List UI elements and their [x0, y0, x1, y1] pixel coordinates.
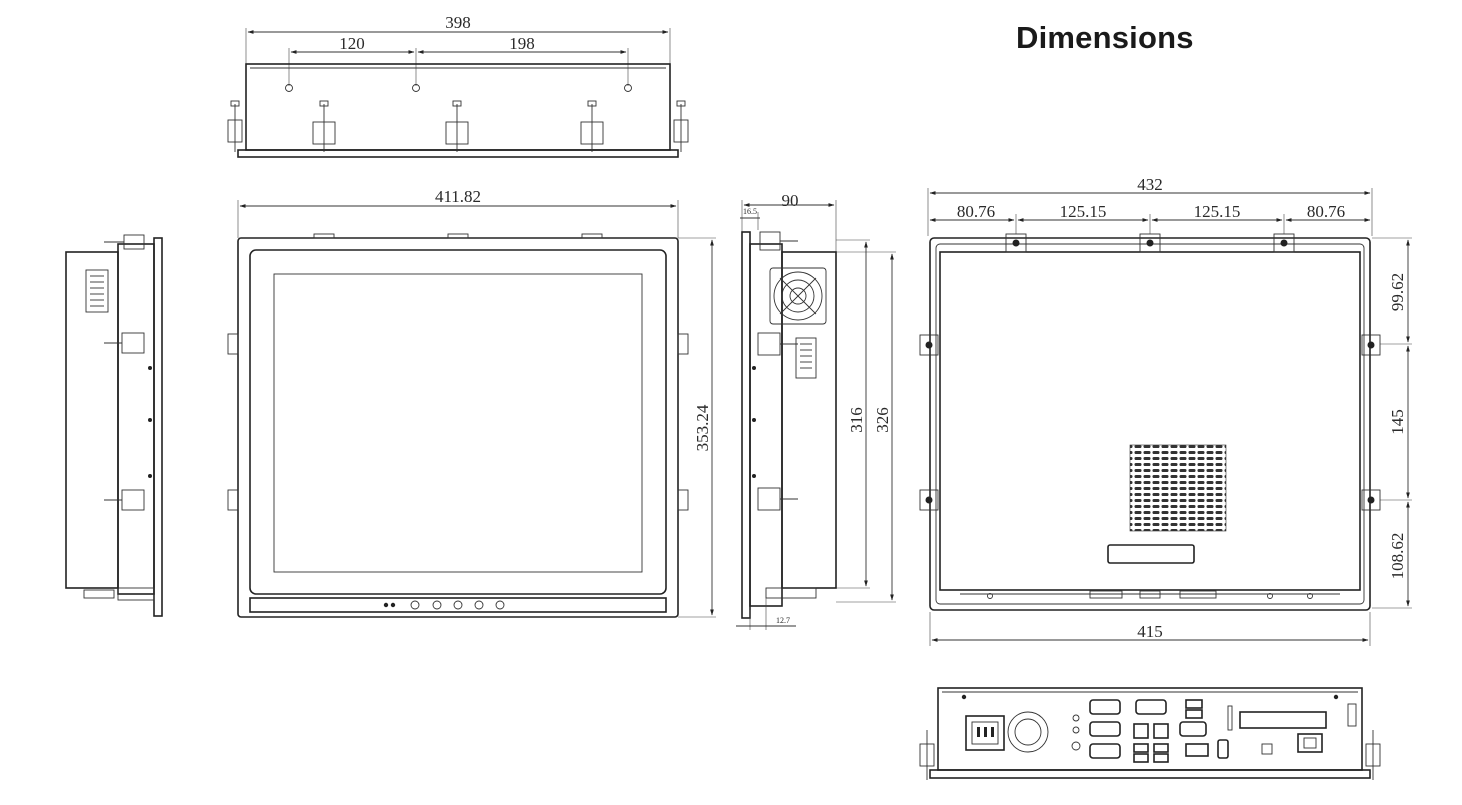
- side-outer-height-label: 326: [873, 407, 892, 433]
- rear-right-top-label: 99.62: [1388, 273, 1407, 311]
- front-width-dimension: 411.82: [237, 187, 679, 238]
- lan-usb-ports: [1133, 699, 1229, 763]
- side-bottom-dimension: 12.7: [736, 598, 796, 630]
- top-view: 398 120 198: [227, 13, 689, 158]
- led-indicators: [1071, 714, 1081, 751]
- rear-handle: [1107, 544, 1195, 564]
- side-height-dimensions: 316 326: [836, 239, 896, 603]
- left-side-view: [65, 234, 163, 617]
- rear-width-dimension: 432: [927, 175, 1373, 236]
- top-width-label: 398: [445, 13, 471, 32]
- serial-ports: [1089, 699, 1207, 759]
- bottom-io-view: [919, 687, 1381, 780]
- rear-right-bottom-label: 108.62: [1388, 533, 1407, 580]
- top-width-dimension: 398: [245, 13, 671, 66]
- rear-view: 432 80.76 125.15 125.15 80.76 99.62 145: [919, 175, 1412, 646]
- front-height-dimension: 353.24: [678, 237, 716, 618]
- top-hole-right-label: 198: [509, 34, 535, 53]
- vent-grille: [1129, 444, 1227, 532]
- power-inlet: [965, 711, 1049, 753]
- power-switch: [1297, 733, 1323, 753]
- top-hole-left-label: 120: [339, 34, 365, 53]
- rear-bottom-dimension: 415: [929, 612, 1371, 646]
- rear-seg-3-label: 125.15: [1194, 202, 1241, 221]
- rear-right-dimensions: 99.62 145 108.62: [1372, 237, 1412, 609]
- rear-right-mid-label: 145: [1388, 409, 1407, 435]
- rear-segment-dimensions: 80.76 125.15 125.15 80.76: [929, 202, 1371, 234]
- side-bottom-label: 12.7: [776, 616, 790, 625]
- front-width-label: 411.82: [435, 187, 481, 206]
- expansion-slot: [1239, 711, 1327, 729]
- rear-bottom-width-label: 415: [1137, 622, 1163, 641]
- rear-width-label: 432: [1137, 175, 1163, 194]
- side-bezel-label: 16.5: [743, 207, 757, 216]
- side-depth-label: 90: [782, 191, 799, 210]
- rear-seg-1-label: 80.76: [957, 202, 995, 221]
- front-view: 411.82 353.24: [227, 187, 716, 618]
- rear-seg-2-label: 125.15: [1060, 202, 1107, 221]
- front-height-label: 353.24: [693, 404, 712, 451]
- side-depth-dimension: 90 16.5: [740, 191, 837, 252]
- page-title: Dimensions: [1016, 20, 1194, 55]
- right-side-view: 90 16.5 316 326: [736, 191, 896, 630]
- side-inner-height-label: 316: [847, 407, 866, 433]
- rear-seg-4-label: 80.76: [1307, 202, 1345, 221]
- top-hole-dimensions: 120 198: [288, 34, 629, 86]
